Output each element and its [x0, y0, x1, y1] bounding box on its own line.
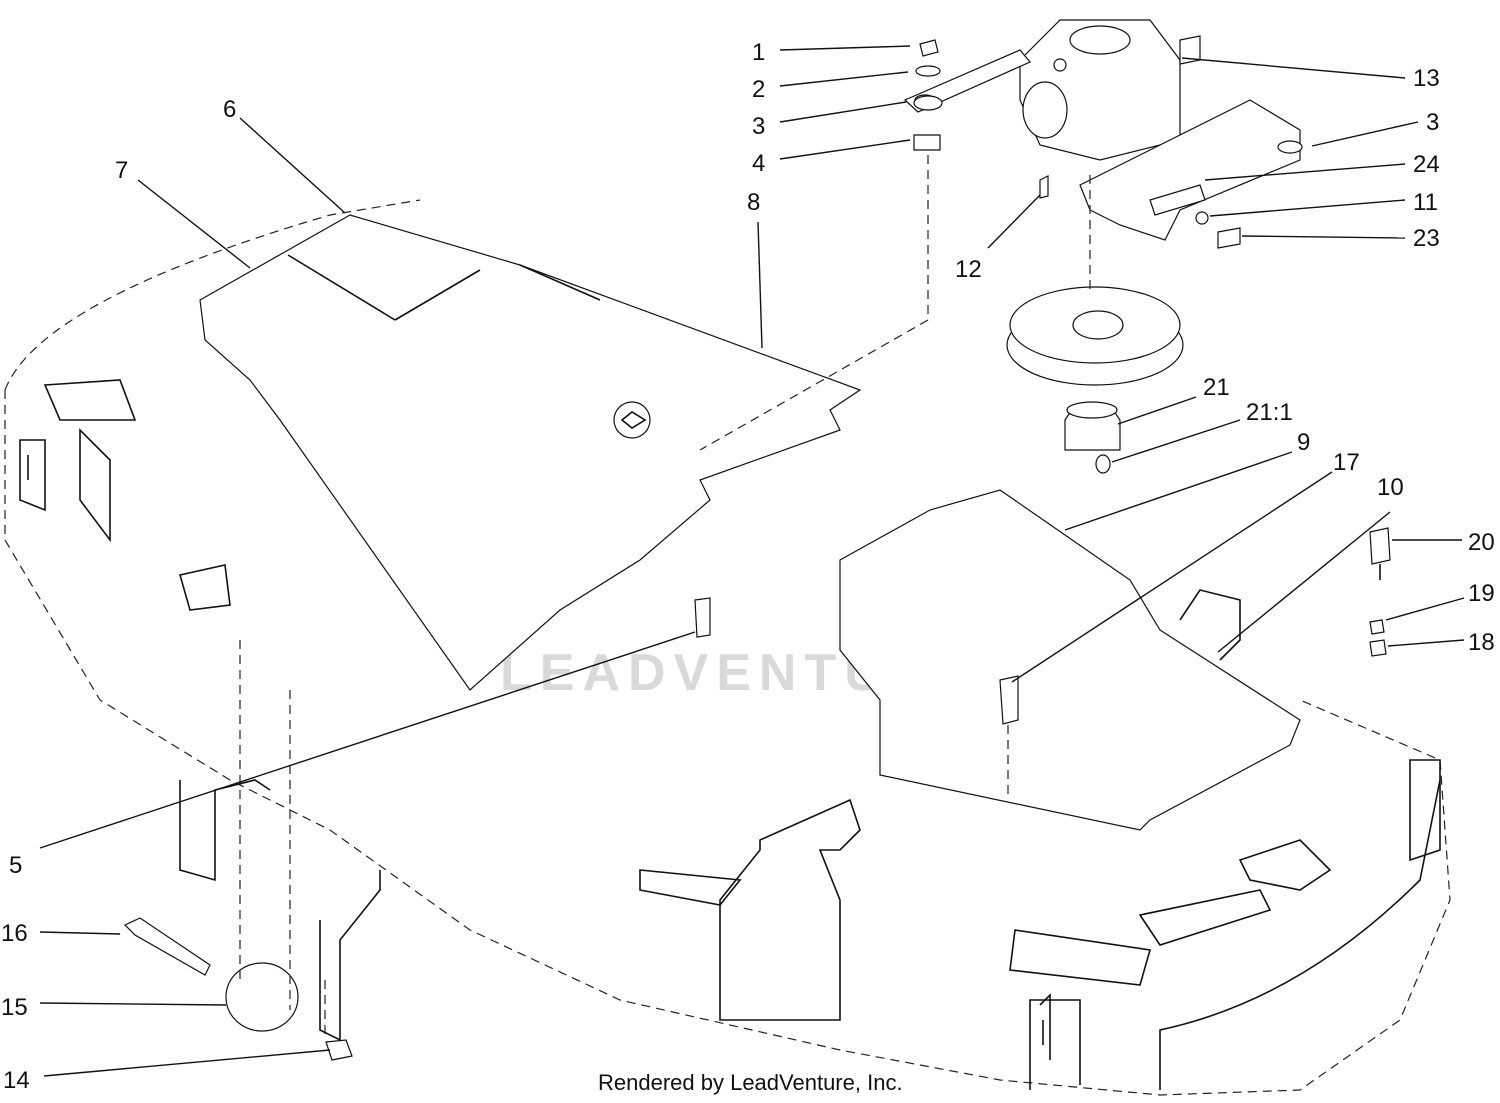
parts-18-20 [1369, 527, 1391, 657]
callout-5: 5 [9, 852, 22, 879]
callout-20: 20 [1468, 529, 1495, 556]
decal-24 [1149, 184, 1206, 216]
callout-8: 8 [747, 189, 760, 216]
bolt-5 [694, 597, 711, 638]
set-screw-21-1 [1095, 454, 1111, 474]
callout-12: 12 [955, 256, 982, 283]
taper-bushing [1064, 401, 1121, 474]
fasteners-11-23 [1039, 175, 1241, 249]
hardware-stack [699, 39, 943, 451]
callout-10: 10 [1377, 474, 1404, 501]
callout-17: 17 [1333, 449, 1360, 476]
callout-21-1: 21:1 [1246, 399, 1293, 426]
parts-14-16 [123, 640, 353, 1061]
bolts-5-17 [694, 597, 1019, 800]
callout-7: 7 [115, 157, 128, 184]
callout-3-right: 3 [1426, 109, 1439, 136]
spindle-opening [613, 401, 651, 439]
callout-4: 4 [752, 150, 765, 177]
callout-16: 16 [1, 920, 28, 947]
callout-9: 9 [1297, 429, 1310, 456]
callout-1: 1 [752, 39, 765, 66]
callout-6: 6 [223, 96, 236, 123]
callout-19: 19 [1468, 580, 1495, 607]
nut-18 [1369, 639, 1387, 657]
nut-14 [325, 1039, 353, 1061]
callout-2: 2 [752, 76, 765, 103]
nut-1 [919, 39, 939, 57]
right-belt-cover [839, 489, 1301, 831]
spacer-3 [913, 95, 943, 111]
footer-credit: Rendered by LeadVenture, Inc. [598, 1070, 903, 1095]
callout-11: 11 [1413, 189, 1438, 216]
mount-bracket-right [1079, 99, 1303, 241]
callout-18: 18 [1468, 629, 1495, 656]
callout-21: 21 [1203, 374, 1230, 401]
bolt-16 [123, 917, 211, 976]
callout-23: 23 [1413, 225, 1440, 252]
key-12 [1039, 175, 1049, 199]
belt-cover-plate [199, 214, 862, 691]
callout-15: 15 [1, 994, 28, 1021]
bolt-17 [999, 675, 1019, 725]
washer-2 [915, 65, 941, 77]
callout-13: 13 [1413, 65, 1440, 92]
callout-24: 24 [1413, 151, 1440, 178]
roller-15 [225, 962, 299, 1032]
isolator-4 [913, 134, 941, 151]
pulley [1006, 175, 1184, 386]
gearbox-assembly [1019, 19, 1201, 161]
callout-14: 14 [3, 1067, 30, 1094]
callouts: 1 2 3 4 13 3 24 11 23 12 6 7 8 21 21:1 9 [1, 39, 1495, 1094]
knob-20 [1369, 527, 1391, 565]
nut-19 [1369, 619, 1385, 635]
deck-housing [4, 199, 1451, 1096]
callout-3-left: 3 [752, 113, 765, 140]
